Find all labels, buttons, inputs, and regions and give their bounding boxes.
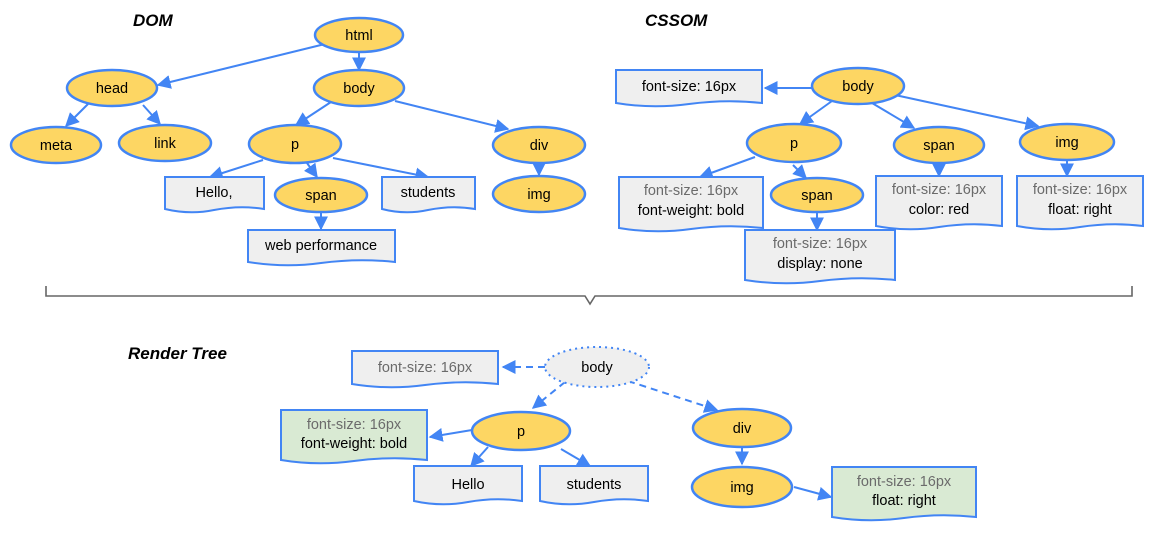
edge-render-img-style — [793, 486, 833, 501]
edge-render-body-p — [531, 381, 566, 409]
cssom-edges — [698, 81, 1074, 232]
cssom-span-style-inherited: font-size: 16px — [892, 182, 987, 198]
cssom-p-style-own: font-weight: bold — [638, 203, 744, 219]
cssom-body-style-text: font-size: 16px — [642, 79, 737, 95]
edge-render-p-style — [428, 428, 473, 442]
render-node-div: div — [691, 407, 793, 449]
dom-text-students: students — [381, 176, 476, 214]
edge-render-p-hello — [470, 446, 489, 468]
dom-node-img-label: img — [527, 187, 550, 203]
render-tree-title: Render Tree — [128, 344, 227, 363]
dom-node-meta-label: meta — [40, 138, 73, 154]
dom-node-div: div — [491, 125, 587, 165]
edge-render-p-students — [560, 448, 592, 467]
edge-body-div — [394, 100, 510, 133]
cssom-body-style: font-size: 16px — [615, 69, 763, 108]
edge-head-meta — [65, 103, 89, 127]
dom-text-students-label: students — [401, 185, 456, 201]
cssom-node-body: body — [810, 66, 906, 106]
dom-text-web-performance-label: web performance — [264, 238, 377, 254]
edge-html-head — [156, 43, 326, 89]
dom-text-web-performance: web performance — [247, 229, 396, 267]
render-img-style-own: float: right — [872, 493, 936, 509]
cssom-title: CSSOM — [645, 11, 708, 30]
render-text-students: students — [539, 465, 649, 506]
cssom-node-p-label: p — [790, 136, 798, 152]
edge-body-p — [294, 101, 332, 126]
dom-node-meta: meta — [9, 125, 103, 165]
cssom-img-style: font-size: 16px float: right — [1016, 175, 1144, 231]
edge-cssom-body-span — [871, 102, 916, 129]
render-node-img: img — [690, 465, 794, 509]
cssom-node-p: p — [745, 122, 843, 164]
dom-node-p-label: p — [291, 137, 299, 153]
cssom-span-style: font-size: 16px color: red — [875, 175, 1003, 231]
cssom-node-img: img — [1018, 122, 1116, 162]
dom-node-link: link — [117, 123, 213, 163]
render-node-p-label: p — [517, 424, 525, 440]
dom-node-img: img — [491, 174, 587, 214]
edge-p-hello — [208, 159, 264, 180]
cssom-node-img-label: img — [1055, 135, 1078, 151]
cssom-img-style-inherited: font-size: 16px — [1033, 182, 1128, 198]
cssom-span-child-style: font-size: 16px display: none — [744, 229, 896, 285]
render-node-body-label: body — [581, 360, 613, 376]
dom-text-hello: Hello, — [164, 176, 265, 214]
cssom-node-span-label: span — [923, 138, 954, 154]
render-p-style: font-size: 16px font-weight: bold — [280, 409, 428, 465]
edge-cssom-p-style — [698, 156, 756, 180]
dom-node-div-label: div — [530, 138, 549, 154]
cssom-p-style: font-size: 16px font-weight: bold — [618, 176, 764, 233]
render-text-hello-label: Hello — [451, 477, 484, 493]
render-img-style: font-size: 16px float: right — [831, 466, 977, 522]
render-edges — [428, 360, 833, 501]
render-node-div-label: div — [733, 421, 752, 437]
render-text-hello: Hello — [413, 465, 523, 506]
cssom-tree: body font-size: 16px p span img span fon… — [615, 66, 1144, 285]
cssom-span-style-own: color: red — [909, 202, 969, 218]
dom-node-p: p — [247, 123, 343, 165]
edge-cssom-p-span — [792, 164, 807, 179]
cssom-span-child-style-own: display: none — [777, 256, 862, 272]
cssom-p-style-inherited: font-size: 16px — [644, 183, 739, 199]
edge-render-body-div — [627, 380, 719, 413]
dom-node-span: span — [273, 176, 369, 214]
cssom-node-body-label: body — [842, 79, 874, 95]
dom-node-html: html — [313, 16, 405, 54]
render-body-style-text: font-size: 16px — [378, 360, 473, 376]
dom-title: DOM — [133, 11, 174, 30]
render-img-style-inherited: font-size: 16px — [857, 474, 952, 490]
render-node-img-label: img — [730, 480, 753, 496]
edge-head-link — [142, 104, 161, 126]
dom-tree: html head body meta link p div span — [9, 16, 587, 267]
dom-text-hello-label: Hello, — [195, 185, 232, 201]
render-node-body: body — [544, 346, 650, 388]
edge-p-span — [303, 162, 318, 179]
dom-node-head-label: head — [96, 81, 128, 97]
dom-node-head: head — [65, 68, 159, 108]
cssom-node-span-child-label: span — [801, 188, 832, 204]
dom-node-html-label: html — [345, 28, 372, 44]
merge-brace — [45, 286, 1133, 306]
cssom-span-child-style-inherited: font-size: 16px — [773, 236, 868, 252]
render-tree: body font-size: 16px p div img font-size… — [280, 346, 977, 522]
edge-cssom-body-p — [798, 100, 833, 125]
dom-node-body-label: body — [343, 81, 375, 97]
dom-edges — [65, 43, 546, 231]
render-text-students-label: students — [567, 477, 622, 493]
cssom-img-style-own: float: right — [1048, 202, 1112, 218]
render-p-style-inherited: font-size: 16px — [307, 417, 402, 433]
cssom-node-span: span — [892, 125, 986, 165]
dom-node-link-label: link — [154, 136, 177, 152]
dom-node-body: body — [312, 68, 406, 108]
dom-node-span-label: span — [305, 188, 336, 204]
edge-p-students — [332, 157, 430, 182]
edge-cssom-body-img — [894, 94, 1040, 131]
cssom-node-span-child: span — [769, 176, 865, 214]
render-p-style-own: font-weight: bold — [301, 436, 407, 452]
render-node-p: p — [470, 410, 572, 452]
render-body-style: font-size: 16px — [351, 350, 499, 389]
